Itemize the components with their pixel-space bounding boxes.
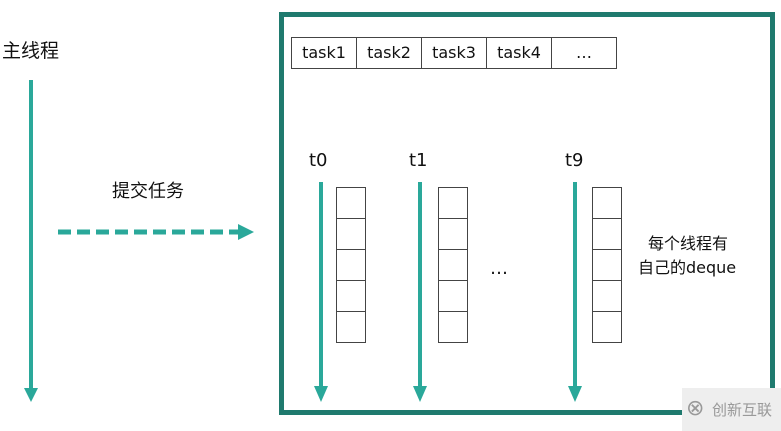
submit-label: 提交任务	[112, 181, 184, 202]
watermark-text: 创新互联	[712, 401, 773, 419]
thread-label-t1: t1	[409, 150, 428, 171]
watermark-logo-icon: ⊗	[686, 396, 705, 421]
deque-t0	[336, 187, 366, 343]
thread-label-t0: t0	[309, 150, 328, 171]
deque-t1	[438, 187, 468, 343]
main-thread-arrow	[24, 80, 38, 402]
deque-t9	[592, 187, 622, 343]
threads-ellipsis: …	[490, 258, 508, 279]
note-line2: 自己的deque	[638, 258, 737, 277]
task-cell: task1	[292, 38, 357, 68]
task-cell: task3	[422, 38, 487, 68]
main-thread-label: 主线程	[2, 40, 60, 62]
task-cell: …	[576, 43, 592, 62]
thread-pool-frame	[279, 12, 775, 415]
note-line1: 每个线程有	[648, 234, 729, 253]
task-cell: task2	[357, 38, 422, 68]
thread-arrow-t0	[314, 182, 328, 402]
submit-dashed-arrow	[58, 224, 254, 240]
watermark: ⊗ 创新互联	[682, 388, 781, 431]
thread-arrow-t1	[413, 182, 427, 402]
task-cell: task4	[487, 38, 552, 68]
thread-arrow-t9	[568, 182, 582, 402]
task-queue: task1 task2 task3 task4 …	[291, 37, 617, 69]
thread-label-t9: t9	[565, 150, 584, 171]
